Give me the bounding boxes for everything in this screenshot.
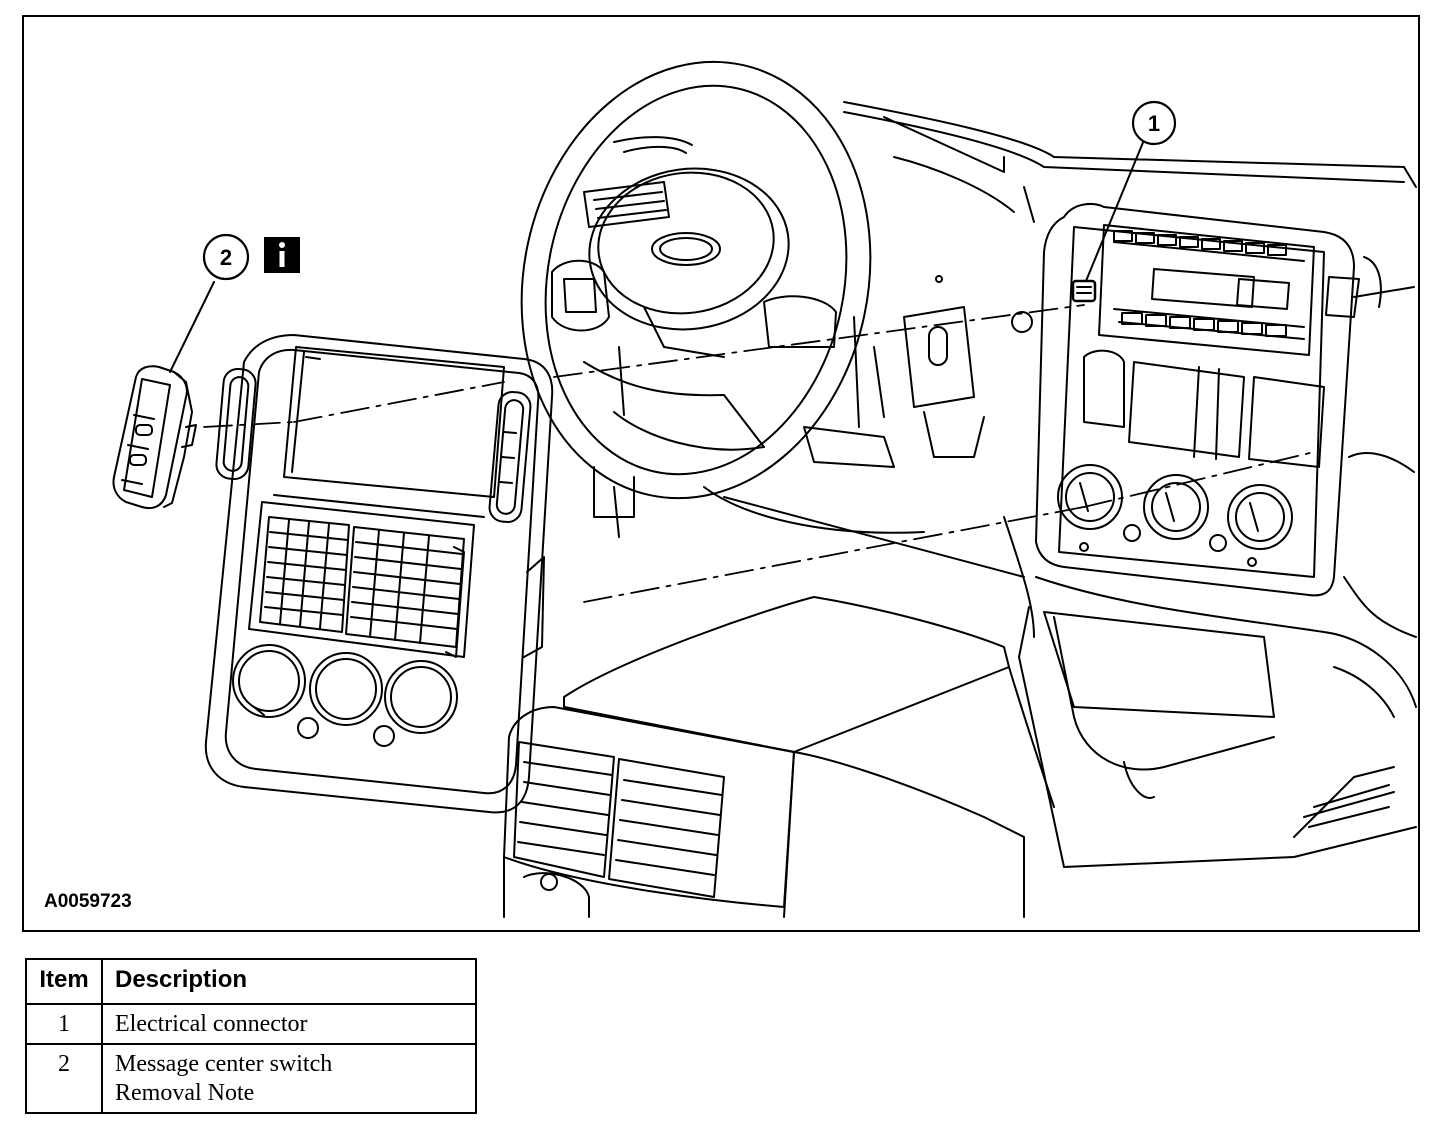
legend-header-item: Item	[25, 958, 103, 1005]
legend-header-description: Description	[101, 958, 477, 1005]
dash-top-contour	[843, 101, 1417, 223]
radio-buttons	[1113, 230, 1287, 337]
legend-description-link[interactable]: Removal Note	[115, 1080, 255, 1106]
floor-console	[1018, 606, 1417, 868]
rear-vent-slats	[517, 761, 723, 876]
steering-wheel	[520, 60, 872, 500]
callout-1-number: 1	[1148, 111, 1160, 136]
legend-description: Electrical connector	[101, 1003, 477, 1045]
figure-id: A0059723	[44, 891, 132, 912]
table-row: 2 Message center switch Removal Note	[25, 1043, 477, 1114]
dash-mid-panel	[903, 275, 1033, 458]
table-row: 1 Electrical connector	[25, 1003, 477, 1045]
center-stack-installed	[1035, 203, 1382, 597]
steering-column	[593, 316, 1025, 578]
dash-right-side	[1003, 286, 1417, 708]
message-center-switch	[112, 365, 197, 510]
figure-frame: 1 2 A0059723	[22, 15, 1420, 932]
callout-2-number: 2	[220, 245, 232, 270]
legend-description-line: Message center switch	[115, 1051, 333, 1077]
callout-leaders	[169, 139, 1145, 373]
callout-2: 2	[202, 233, 250, 281]
legend-description: Message center switch Removal Note	[101, 1043, 477, 1114]
info-icon	[264, 237, 300, 273]
dashboard-illustration: 1 2	[112, 60, 1417, 918]
legend-item-number: 2	[25, 1043, 103, 1114]
callout-1: 1	[1131, 100, 1177, 146]
center-console	[503, 596, 1055, 918]
legend-description-line: Electrical connector	[115, 1011, 308, 1037]
legend-table: Item Description 1 Electrical connector …	[25, 958, 477, 1114]
legend-header-row: Item Description	[25, 958, 477, 1005]
bezel-vent-slats	[264, 519, 463, 644]
bezel-removed	[204, 334, 554, 814]
electrical-connector	[1071, 279, 1097, 303]
legend-item-number: 1	[25, 1003, 103, 1045]
alignment-lines	[203, 304, 1315, 603]
